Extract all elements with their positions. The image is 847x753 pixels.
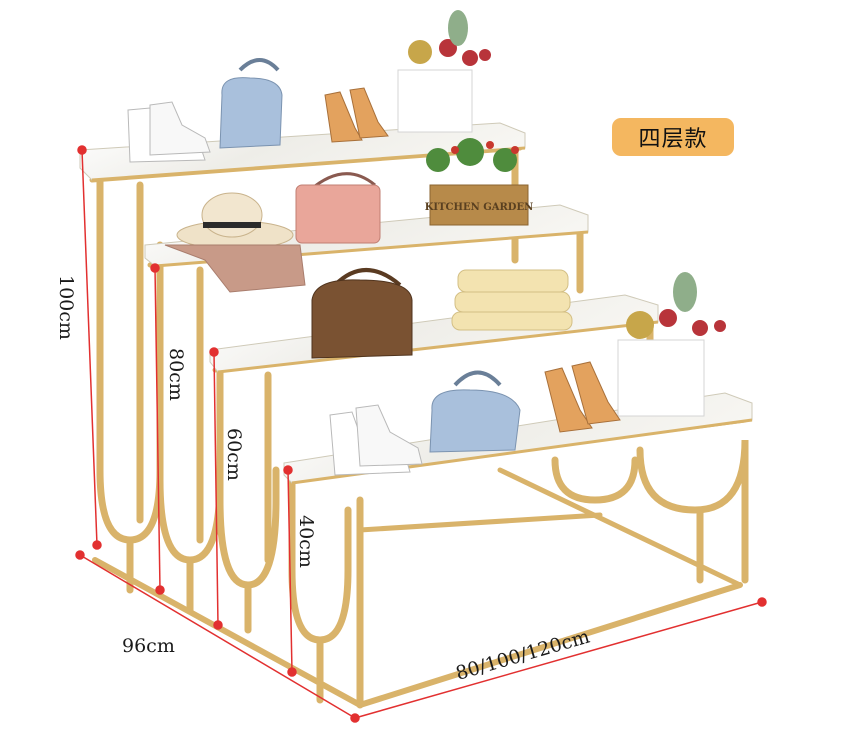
tier-count-badge: 四层款 — [612, 118, 734, 156]
folded-clothes — [451, 269, 573, 331]
crate-label: KITCHEN GARDEN — [425, 202, 534, 213]
dimension-100cm: 100cm — [55, 275, 77, 340]
dimension-60cm: 60cm — [223, 428, 245, 481]
measurement-lines — [75, 145, 767, 723]
flower-box-top — [397, 10, 491, 133]
straw-hat-scarf — [164, 192, 306, 293]
shelves — [79, 122, 753, 485]
dimension-40cm: 40cm — [295, 515, 317, 568]
shelf-tier-3 — [209, 294, 659, 373]
dimension-depth: 96cm — [122, 635, 175, 657]
sneakers-top — [127, 101, 211, 163]
kitchen-garden-crate: KITCHEN GARDEN — [425, 138, 534, 226]
dimension-width: 80/100/120cm — [453, 626, 592, 685]
dimension-80cm: 80cm — [165, 348, 187, 401]
flower-box-right — [617, 272, 726, 417]
heels-bottom — [544, 361, 621, 433]
handbag-blue-bottom — [429, 370, 521, 453]
handbag-monogram — [311, 268, 413, 359]
heels-top — [324, 87, 389, 143]
handbag-pink — [295, 172, 381, 244]
handbag-blue-top — [219, 58, 283, 149]
sneakers-bottom — [329, 404, 423, 476]
